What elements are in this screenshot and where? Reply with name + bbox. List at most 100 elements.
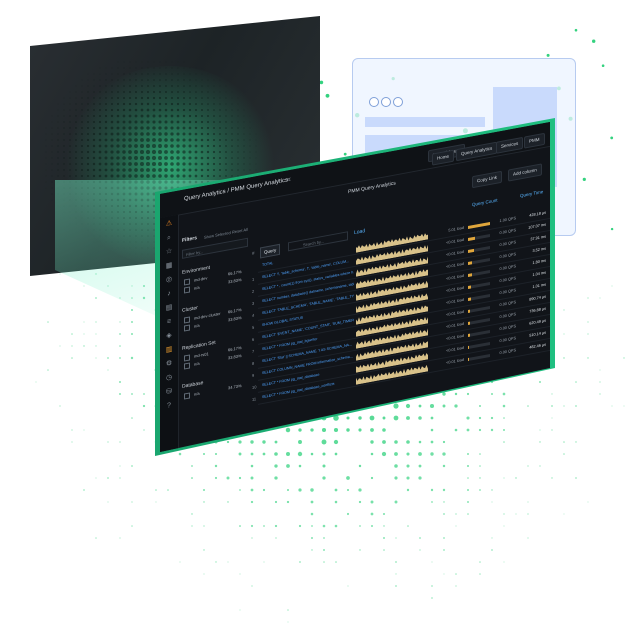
sort-query-count[interactable]: Query Count	[472, 197, 498, 208]
dot	[119, 441, 121, 443]
halftone-dot	[194, 138, 198, 142]
halftone-dot	[194, 132, 198, 136]
share-icon[interactable]: ⋖	[286, 176, 292, 184]
halftone-dot	[146, 204, 150, 208]
halftone-dot	[87, 79, 89, 81]
halftone-dot	[237, 157, 239, 159]
copy-link-button[interactable]: Copy Link	[472, 170, 503, 189]
halftone-dot	[140, 180, 144, 184]
dot	[551, 477, 553, 479]
halftone-dot	[63, 193, 65, 195]
dot	[575, 405, 577, 407]
logo-icon[interactable]: ⚠	[165, 219, 173, 228]
load-value: <0.01 load	[446, 345, 464, 354]
add-column-button[interactable]: Add column	[508, 163, 542, 182]
halftone-dot	[116, 102, 120, 106]
load-column-header[interactable]: Load	[354, 228, 366, 237]
halftone-dot	[159, 61, 161, 63]
clock-icon[interactable]: ◷	[165, 373, 173, 382]
halftone-dot	[45, 181, 47, 183]
dot	[563, 357, 565, 359]
show-selected-link[interactable]: Show Selected	[204, 229, 231, 240]
compass-icon[interactable]: ◎	[165, 275, 173, 284]
halftone-dot	[87, 97, 89, 99]
chart-icon[interactable]: ▤	[165, 303, 173, 312]
halftone-dot	[81, 133, 83, 135]
group-by-select[interactable]: Query	[260, 243, 281, 259]
halftone-dot	[117, 211, 119, 213]
dot	[467, 489, 469, 491]
search-icon[interactable]: ⌕	[167, 233, 171, 242]
halftone-dot	[63, 103, 65, 105]
load-value: <0.01 load	[446, 357, 464, 366]
dot	[393, 403, 399, 409]
halftone-dot	[151, 155, 157, 161]
database-icon[interactable]: ⛁	[166, 387, 172, 396]
halftone-dot	[176, 102, 180, 106]
halftone-dot	[123, 73, 125, 75]
dot	[250, 524, 254, 528]
sort-query-time[interactable]: Query Time	[520, 189, 544, 199]
halftone-dot	[219, 133, 221, 135]
help-icon[interactable]: ?	[167, 401, 171, 410]
halftone-dot	[134, 174, 138, 178]
halftone-dot	[194, 174, 198, 178]
checkbox[interactable]	[184, 324, 190, 332]
checkbox[interactable]	[184, 286, 190, 294]
grid-icon[interactable]: ▦	[165, 261, 173, 270]
bar-chart-icon[interactable]: ▥	[165, 345, 173, 354]
sparkline-area	[356, 256, 428, 277]
halftone-dot	[213, 85, 215, 87]
halftone-dot	[141, 253, 143, 255]
checkbox[interactable]	[184, 354, 190, 362]
checkbox[interactable]	[184, 278, 190, 286]
dot	[454, 404, 458, 408]
checkbox[interactable]	[184, 392, 190, 400]
row-number: 6	[252, 336, 255, 342]
checkbox[interactable]	[184, 362, 190, 370]
star-icon[interactable]: ☆	[276, 178, 282, 186]
dot	[623, 357, 625, 359]
dot	[601, 64, 605, 67]
reset-all-link[interactable]: Reset All	[232, 226, 248, 235]
halftone-dot	[80, 144, 84, 148]
halftone-dot	[93, 205, 95, 207]
checkbox[interactable]	[184, 316, 190, 324]
halftone-dot	[189, 97, 191, 99]
list-icon[interactable]: ≡	[166, 317, 172, 326]
dot	[226, 476, 230, 480]
halftone-dot	[212, 156, 216, 160]
halftone-dot	[122, 126, 126, 130]
halftone-dot	[201, 109, 203, 111]
halftone-dot	[255, 145, 257, 147]
dot	[274, 500, 278, 504]
star-icon[interactable]: ☆	[165, 247, 173, 256]
shield-icon[interactable]: ◈	[166, 331, 172, 340]
dot	[429, 403, 435, 409]
halftone-dot	[117, 241, 119, 243]
gear-icon[interactable]: ⚙	[165, 359, 173, 368]
halftone-dot	[135, 79, 137, 81]
halftone-dot	[87, 91, 89, 93]
halftone-dot	[122, 198, 126, 202]
bell-icon[interactable]: ♪	[167, 290, 171, 298]
